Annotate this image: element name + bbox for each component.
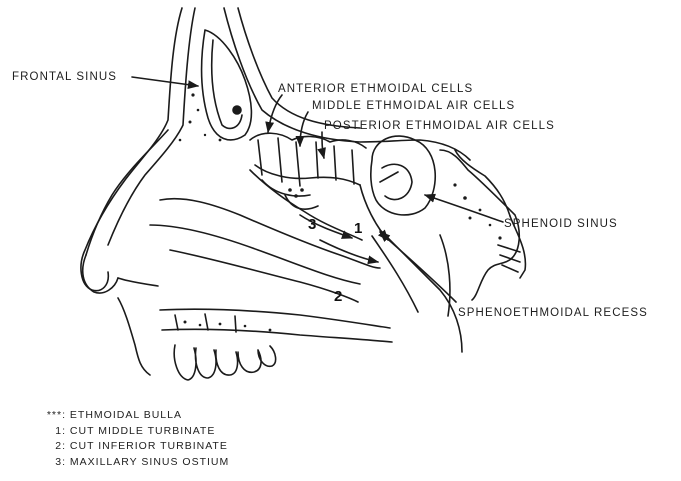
legend-item: 3: MAXILLARY SINUS OSTIUM [30, 455, 229, 471]
legend-item: 2: CUT INFERIOR TURBINATE [30, 439, 229, 455]
nasal-ala [118, 278, 158, 286]
marker-2: 2 [334, 288, 342, 305]
ethmoid-cells [250, 133, 366, 148]
label-sphenoid-sinus: SPHENOID SINUS [504, 217, 618, 231]
legend-key: ***: [30, 408, 66, 424]
label-sphenoethmoidal-recess: SPHENOETHMOIDAL RECESS [458, 306, 648, 320]
hard-palate [160, 309, 390, 328]
legend-text: CUT INFERIOR TURBINATE [70, 440, 228, 452]
marker-3: 3 [308, 216, 316, 233]
upper-lip [118, 298, 150, 375]
legend-text: MAXILLARY SINUS OSTIUM [70, 456, 229, 468]
sphenoid-sinus-body [371, 136, 435, 215]
label-anterior-ethmoidal-cells: ANTERIOR ETHMOIDAL CELLS [278, 82, 473, 96]
legend-key: 1: [30, 424, 66, 440]
legend-item: 1: CUT MIDDLE TURBINATE [30, 424, 229, 440]
marker-1: 1 [354, 220, 362, 237]
legend-text: ETHMOIDAL BULLA [70, 409, 182, 421]
leader-posterior-ethmoidal [322, 132, 324, 158]
legend-key: 3: [30, 455, 66, 471]
leader-frontal-sinus [132, 77, 198, 86]
frontal-inner-table [108, 8, 195, 245]
legend-item: ***: ETHMOIDAL BULLA [30, 408, 229, 424]
teeth [174, 345, 275, 380]
label-middle-ethmoidal-air-cells: MIDDLE ETHMOIDAL AIR CELLS [312, 99, 515, 113]
frontal-sinus-cavity [202, 30, 252, 140]
label-posterior-ethmoidal-air-cells: POSTERIOR ETHMOIDAL AIR CELLS [324, 119, 555, 133]
legend-key: 2: [30, 439, 66, 455]
legend-text: CUT MIDDLE TURBINATE [70, 425, 215, 437]
nasal-dorsum [86, 130, 168, 255]
leader-sphenoethmoidal-recess [380, 232, 456, 302]
label-frontal-sinus: FRONTAL SINUS [12, 70, 117, 84]
legend: ***: ETHMOIDAL BULLA 1: CUT MIDDLE TURBI… [30, 408, 229, 470]
